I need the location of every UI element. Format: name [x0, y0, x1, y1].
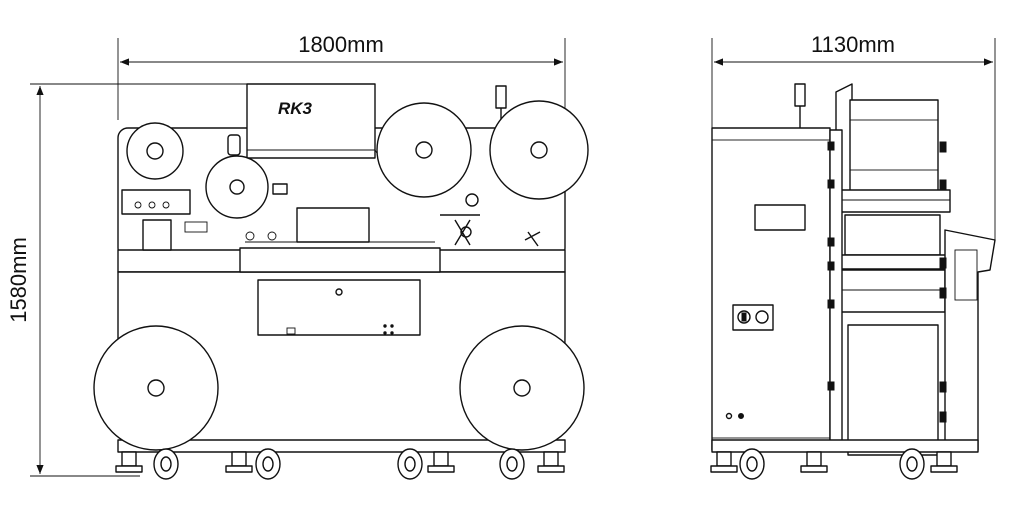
touch-screen	[246, 83, 376, 159]
front-roll-upper-right	[489, 100, 589, 200]
front-roll-upper-center	[376, 102, 472, 198]
front-feet	[115, 451, 565, 473]
front-cutting-unit	[296, 207, 370, 243]
side-casters	[739, 448, 925, 480]
side-middle-unit	[844, 214, 941, 256]
front-roll-lower-right	[459, 325, 585, 451]
left-guide-assembly	[121, 189, 208, 251]
side-switch-panel	[732, 304, 774, 331]
front-width-label: 1800mm	[298, 32, 384, 57]
side-width-label: 1130mm	[811, 32, 895, 57]
front-roll-lower-left	[93, 325, 219, 451]
model-logo: RK3	[278, 99, 313, 118]
front-casters	[153, 448, 525, 480]
side-view	[710, 83, 996, 480]
front-signal-tower	[495, 85, 507, 109]
front-base-bar	[117, 439, 566, 453]
front-roll-mid-left	[205, 155, 269, 219]
front-center-table	[239, 247, 441, 273]
side-feet	[710, 451, 958, 473]
side-upper-unit	[849, 99, 939, 193]
height-label: 1580mm	[6, 237, 31, 323]
right-guide-assembly	[440, 214, 541, 247]
side-rollers	[827, 141, 947, 423]
side-signal-tower	[794, 83, 806, 107]
side-right-frame	[944, 229, 996, 451]
side-window	[754, 204, 806, 231]
dimension-height: 1580mm	[6, 83, 248, 477]
dimension-front-width: 1800mm	[117, 32, 566, 150]
side-main-cabinet	[711, 127, 831, 451]
front-roll-upper-left	[126, 122, 184, 180]
front-view: RK3	[93, 83, 589, 480]
indicator-dots	[383, 324, 394, 335]
side-lower-unit	[847, 324, 939, 456]
front-control-panel	[257, 279, 421, 336]
dimension-side-width: 1130mm	[711, 32, 996, 240]
